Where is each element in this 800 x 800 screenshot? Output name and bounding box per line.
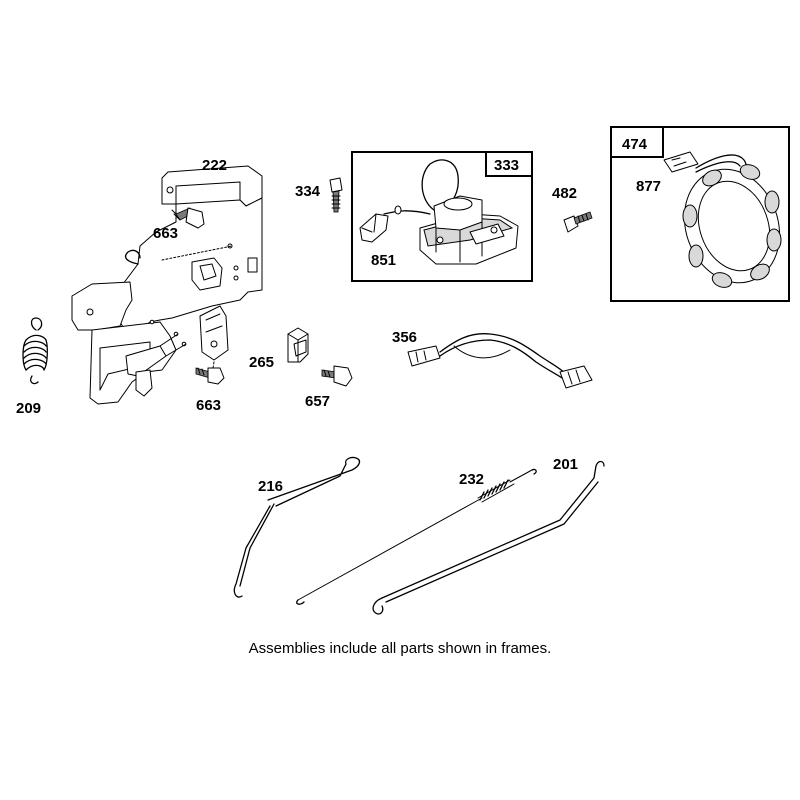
diagram-caption: Assemblies include all parts shown in fr… — [248, 640, 552, 657]
rod-201 — [372, 460, 605, 615]
label-201: 201 — [553, 456, 578, 473]
bolt-663-lower — [195, 367, 225, 385]
label-216: 216 — [258, 478, 283, 495]
bolt-663-upper — [171, 207, 205, 229]
label-232: 232 — [459, 471, 484, 488]
link-216 — [233, 456, 361, 598]
label-663-upper: 663 — [153, 225, 178, 242]
label-877: 877 — [636, 178, 661, 195]
spring-209 — [22, 317, 48, 385]
bolt-657 — [321, 365, 353, 387]
label-222: 222 — [202, 157, 227, 174]
armature-assembly-333 — [351, 151, 533, 282]
screw-482 — [563, 211, 593, 233]
clip-265 — [287, 327, 309, 363]
label-851: 851 — [371, 252, 396, 269]
label-209: 209 — [16, 400, 41, 417]
screw-334 — [329, 177, 343, 213]
label-265: 265 — [249, 354, 274, 371]
label-334: 334 — [295, 183, 321, 200]
cable-232 — [296, 468, 537, 605]
control-bracket-222 — [71, 165, 263, 405]
label-333: 333 — [494, 157, 519, 174]
label-482: 482 — [552, 185, 577, 202]
label-657: 657 — [305, 393, 330, 410]
wire-356 — [407, 333, 593, 389]
label-356: 356 — [392, 329, 417, 346]
alternator-assembly-474 — [610, 126, 790, 302]
label-663-lower: 663 — [196, 397, 221, 414]
label-474: 474 — [622, 136, 648, 153]
